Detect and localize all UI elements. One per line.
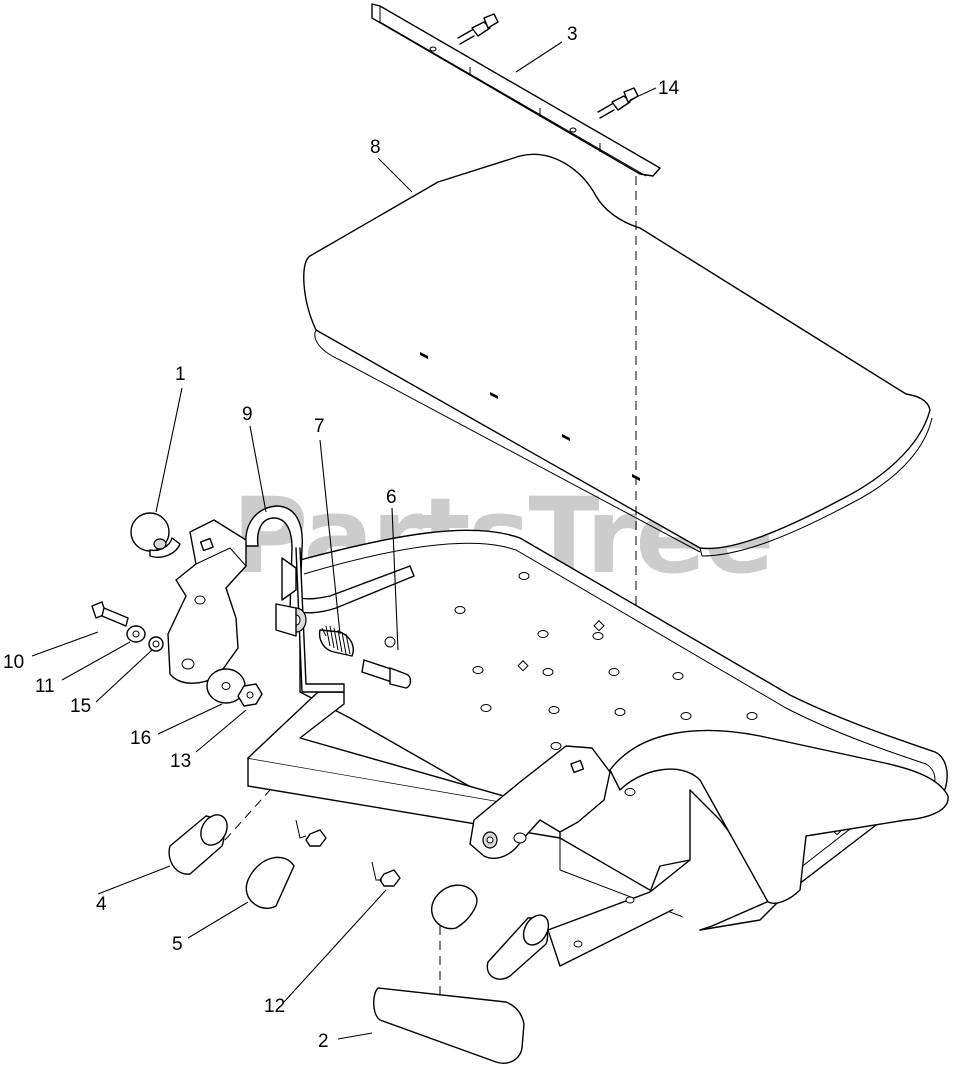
part-7-spring xyxy=(318,625,354,657)
callout-10: 10 xyxy=(3,652,24,673)
callout-6: 6 xyxy=(386,487,397,508)
callout-labels: 1 2 3 4 5 6 7 8 9 10 11 12 13 14 15 16 xyxy=(3,24,680,1052)
part-10-bolt xyxy=(91,601,129,627)
part-9-lever xyxy=(245,505,415,693)
part-15-spacer xyxy=(148,636,164,652)
part-3-bracket-rail xyxy=(371,3,661,177)
callout-15: 15 xyxy=(70,696,91,717)
part-6-pin xyxy=(361,636,412,689)
part-8-seat-plate xyxy=(303,153,933,557)
part-16-washer xyxy=(206,668,246,704)
bumper-right-front xyxy=(431,884,478,930)
callout-4: 4 xyxy=(96,894,107,915)
part-12-nuts xyxy=(295,819,401,887)
callout-7: 7 xyxy=(314,416,325,437)
part-11-washer xyxy=(126,625,146,643)
part-4-bumper xyxy=(168,814,228,875)
callout-9: 9 xyxy=(242,404,253,425)
callout-3: 3 xyxy=(567,24,578,45)
callout-11: 11 xyxy=(35,676,55,697)
left-latch-bracket xyxy=(167,519,247,684)
part-2-decal-pad xyxy=(373,987,525,1064)
part-1-knob xyxy=(130,512,181,558)
callout-12: 12 xyxy=(264,996,285,1017)
leader-lines xyxy=(31,41,657,1040)
callout-8: 8 xyxy=(370,137,381,158)
seat-frame xyxy=(247,529,949,967)
part-5-bumper xyxy=(245,856,295,909)
right-latch-bracket xyxy=(469,745,611,859)
callout-13: 13 xyxy=(170,751,191,772)
callout-16: 16 xyxy=(130,728,151,749)
part-13-nut xyxy=(237,683,263,707)
callout-1: 1 xyxy=(175,364,186,385)
bumper-right-rear xyxy=(486,914,550,980)
part-14-bolts xyxy=(457,13,639,119)
callout-5: 5 xyxy=(172,934,183,955)
callout-2: 2 xyxy=(318,1031,329,1052)
callout-14: 14 xyxy=(658,78,680,99)
